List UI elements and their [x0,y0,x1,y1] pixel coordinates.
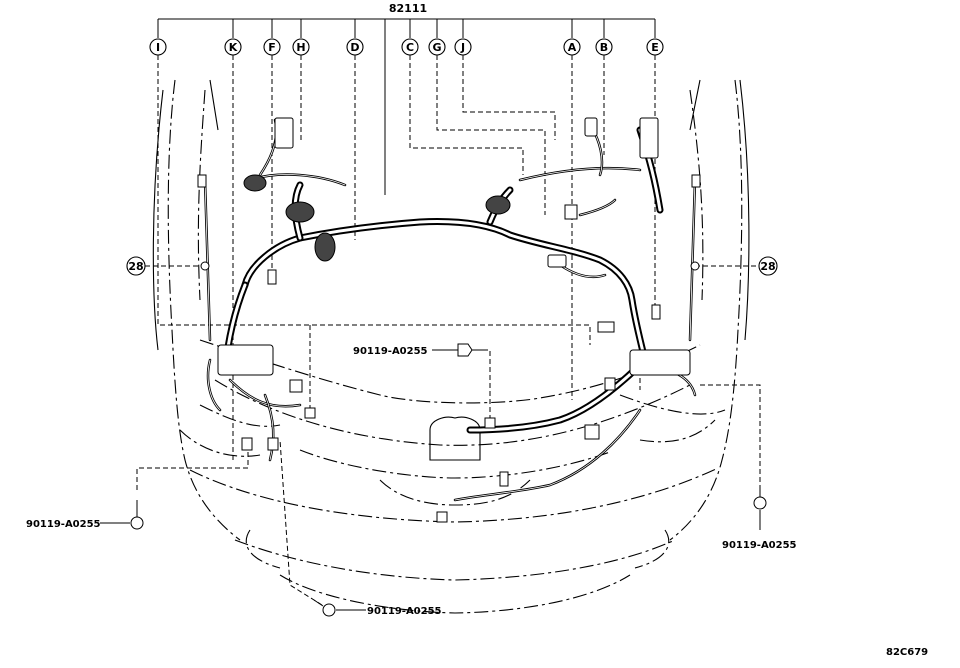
bolt-center-label: 90119-A0255 [353,346,428,357]
callout-label: J [460,41,465,54]
callout-letter-K: K [224,38,242,56]
callout-label: F [268,41,276,54]
connectors [197,117,701,523]
bolt-right: 90119-A0255 [722,485,797,551]
ref-number-right: 28 [760,260,775,273]
callout-letter-F: F [263,38,281,56]
callout-letter-J: J [454,38,472,56]
ref-number-left: 28 [128,260,143,273]
bolt-center-icon [457,343,473,357]
callout-label: B [600,41,608,54]
callout-bracket [157,18,656,195]
main-part-number: 82111 [389,2,427,15]
callout-letter-E: E [646,38,664,56]
callout-label: C [406,41,414,54]
secondary-wires [203,118,697,502]
callout-letter-B: B [595,38,613,56]
callout-letter-A: A [563,38,581,56]
callout-label: D [350,41,359,54]
bolt-center: 90119-A0255 [353,343,484,357]
bolt-bottom-icon [322,603,336,617]
callout-letter-I: I [149,38,167,56]
vehicle-body-outline [152,79,750,614]
bolt-left: 90119-A0255 [26,500,144,530]
ref-28-right: 28 [758,256,778,276]
bolt-right-icon [753,496,767,510]
callout-letter-C: C [401,38,419,56]
callout-label: H [296,41,305,54]
bolt-left-label: 90119-A0255 [26,519,101,530]
callout-label: E [651,41,659,54]
callout-label: K [229,41,238,54]
bolt-right-label: 90119-A0255 [722,540,797,551]
ref-28-left: 28 [126,256,146,276]
callout-label: G [432,41,441,54]
callout-letter-G: G [428,38,446,56]
callout-letter-H: H [292,38,310,56]
callout-label: I [156,41,160,54]
callout-letter-D: D [346,38,364,56]
bolt-left-icon [130,516,144,530]
bolt-bottom-label: 90119-A0255 [367,606,442,617]
diagram-code: 82C679 [886,647,928,658]
bolt-bottom: 90119-A0255 [313,599,442,617]
callout-label: A [568,41,577,54]
